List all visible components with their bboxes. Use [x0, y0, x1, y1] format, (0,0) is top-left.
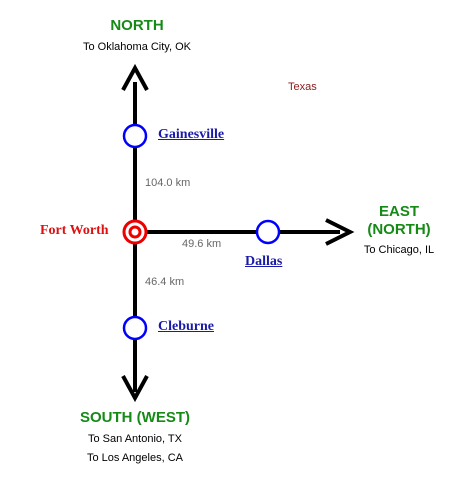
north-destination-1: To Oklahoma City, OK — [83, 41, 191, 53]
dallas-distance: 49.6 km — [182, 238, 222, 250]
east-direction-line2: (NORTH) — [367, 221, 431, 238]
east-arrow-icon — [325, 218, 355, 246]
gainesville-station-marker[interactable] — [122, 123, 148, 149]
south-direction-label: SOUTH (WEST) — [80, 409, 190, 426]
dallas-station-link[interactable]: Dallas — [245, 254, 283, 269]
north-arrow-icon — [121, 63, 149, 91]
east-direction-line1: EAST — [378, 203, 419, 220]
cleburne-distance: 46.4 km — [145, 276, 185, 288]
cleburne-station-marker[interactable] — [122, 315, 148, 341]
east-destination-1: To Chicago, IL — [363, 244, 435, 256]
south-destination-2: To Los Angeles, CA — [86, 452, 183, 464]
dallas-station-marker[interactable] — [255, 219, 281, 245]
north-direction-label: NORTH — [110, 17, 164, 34]
gainesville-distance: 104.0 km — [145, 177, 191, 189]
fort-worth-hub-label: Fort Worth — [40, 223, 109, 238]
east-direction-label: EAST (NORTH) — [360, 203, 438, 239]
cleburne-station-link[interactable]: Cleburne — [158, 319, 214, 334]
south-destination-1: To San Antonio, TX — [88, 433, 182, 445]
gainesville-station-link[interactable]: Gainesville — [158, 127, 225, 142]
south-arrow-icon — [121, 375, 149, 403]
fort-worth-hub-marker[interactable] — [122, 219, 148, 245]
region-label: Texas — [288, 81, 317, 93]
